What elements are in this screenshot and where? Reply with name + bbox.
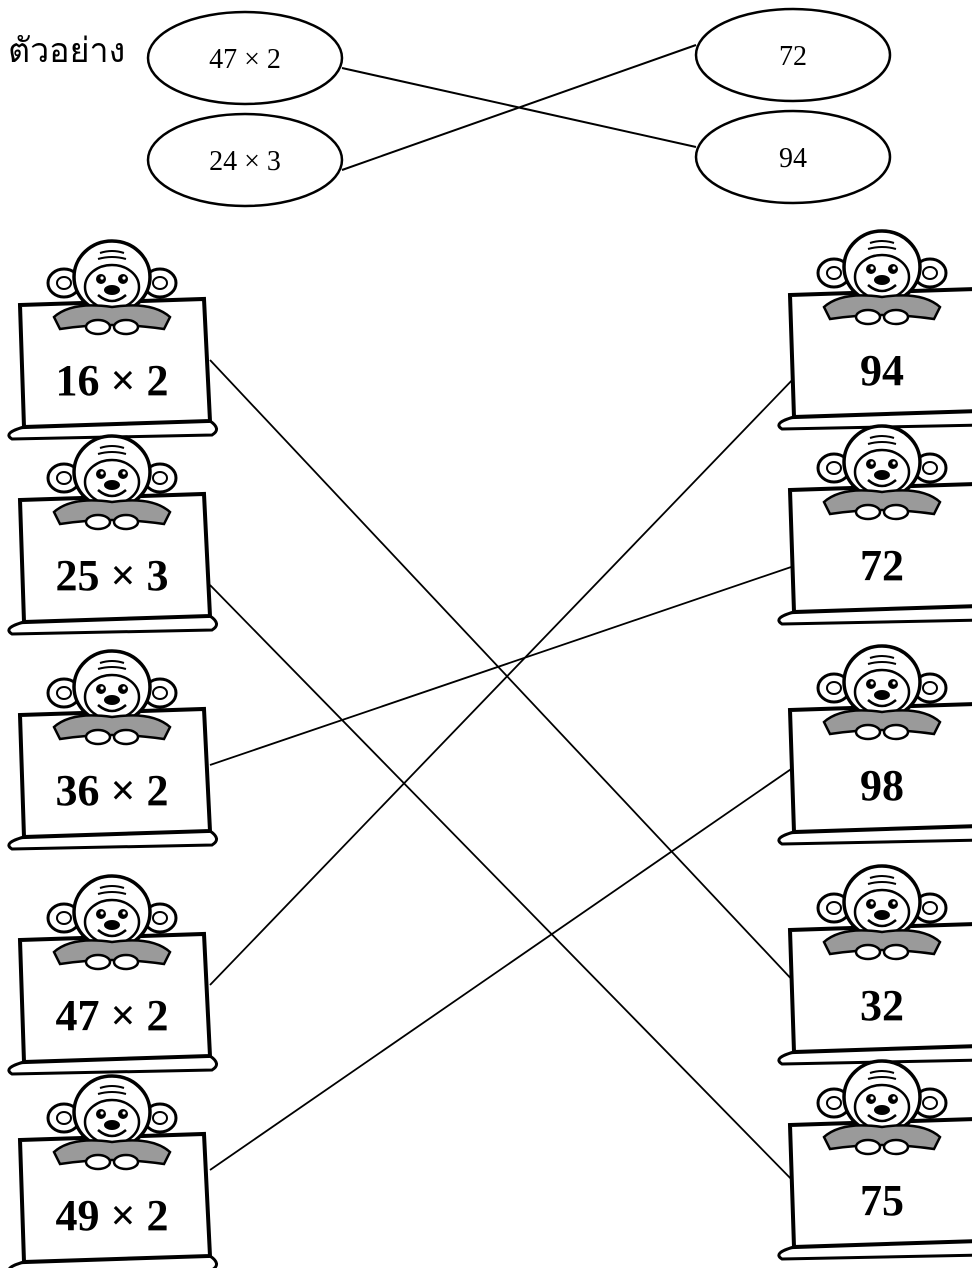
right-card-text: 75: [860, 1176, 904, 1225]
example-line: [342, 45, 696, 170]
left-cards: 16 × 2 25 × 3 36 × 2 47 × 2 49 × 2: [9, 241, 217, 1268]
answer-line: [210, 565, 797, 765]
left-card: 49 × 2: [9, 1076, 217, 1268]
monkey-icon: [48, 651, 176, 744]
monkey-icon: [48, 876, 176, 969]
monkey-icon: [818, 866, 946, 959]
right-cards: 94 72 98 32 75: [779, 231, 972, 1259]
left-card-text: 25 × 3: [55, 551, 168, 600]
example-left-text: 24 × 3: [209, 146, 281, 177]
right-card-text: 98: [860, 761, 904, 810]
left-card-text: 36 × 2: [55, 766, 168, 815]
monkey-icon: [818, 426, 946, 519]
monkey-icon: [818, 646, 946, 739]
example-right-text: 72: [779, 41, 807, 72]
example-label: ตัวอย่าง: [8, 31, 125, 71]
right-card-text: 94: [860, 346, 904, 395]
right-card: 75: [779, 1061, 972, 1259]
answer-line: [210, 765, 797, 1170]
monkey-icon: [818, 231, 946, 324]
right-card-text: 32: [860, 981, 904, 1030]
answer-line: [210, 375, 797, 985]
left-card: 16 × 2: [9, 241, 217, 439]
right-card: 72: [779, 426, 972, 624]
right-card: 94: [779, 231, 972, 429]
monkey-icon: [818, 1061, 946, 1154]
monkey-icon: [48, 241, 176, 334]
example-right-text: 94: [779, 143, 807, 174]
answer-line: [210, 585, 797, 1185]
example-group: 47 × 2 24 × 3 72 94: [148, 9, 890, 206]
left-card-text: 47 × 2: [55, 991, 168, 1040]
example-left-text: 47 × 2: [209, 44, 281, 75]
left-card: 36 × 2: [9, 651, 217, 849]
left-card: 47 × 2: [9, 876, 217, 1074]
monkey-icon: [48, 436, 176, 529]
monkey-icon: [48, 1076, 176, 1169]
left-card-text: 49 × 2: [55, 1191, 168, 1240]
right-card: 32: [779, 866, 972, 1064]
right-card: 98: [779, 646, 972, 844]
answer-lines: [210, 360, 797, 1185]
left-card-text: 16 × 2: [55, 356, 168, 405]
answer-line: [210, 360, 797, 985]
right-card-text: 72: [860, 541, 904, 590]
left-card: 25 × 3: [9, 436, 217, 634]
